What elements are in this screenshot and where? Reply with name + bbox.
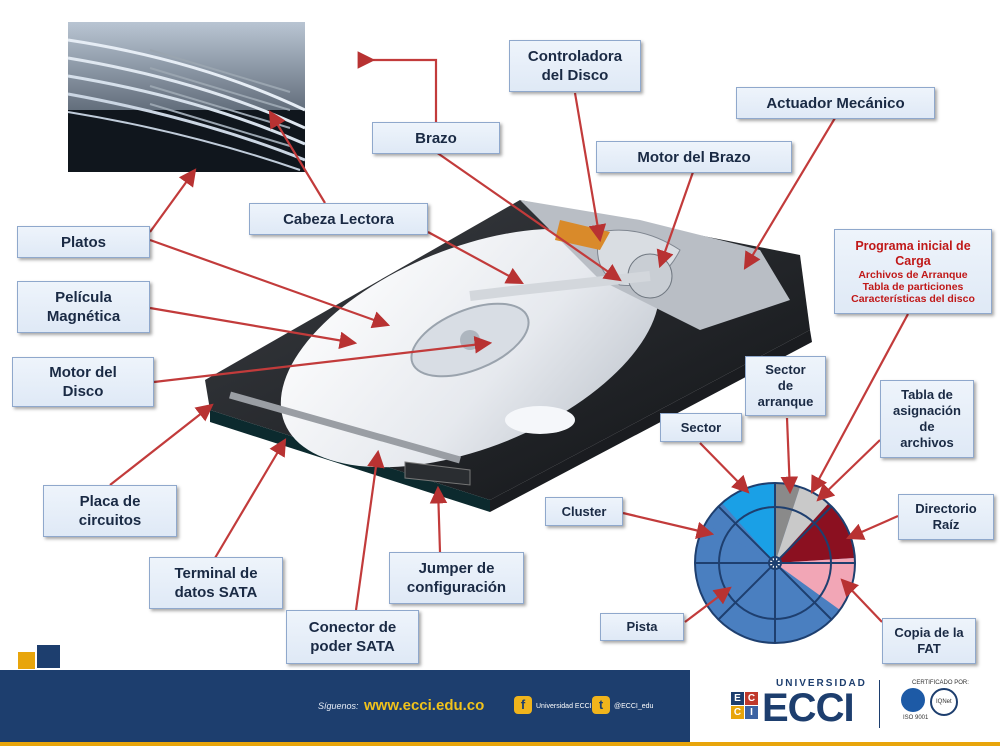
facebook-text: Universidad ECCI [536,703,592,710]
facebook-icon[interactable]: f [514,696,532,714]
root-directory-wedge [775,504,854,563]
label-directorio: Directorio Raíz [898,494,994,540]
annotation-arrows [109,51,909,623]
label-cluster: Cluster [545,497,623,526]
programa-title: Programa inicial de Carga [855,238,971,268]
label-jumper: Jumper de configuración [389,552,524,604]
twitter-text: @ECCI_edu [614,703,654,710]
label-sector-arranque: Sector de arranque [745,356,826,416]
label-pelicula: Película Magnética [17,281,150,333]
label-programa-inicial: Programa inicial de Carga Archivos de Ar… [834,229,992,314]
label-placa: Placa de circuitos [43,485,177,537]
disk-layout-diagram [694,482,856,644]
logo-brand: ECCI [762,686,855,730]
fat-copy-wedge [775,558,855,610]
fat-wedge [775,487,828,563]
label-actuador: Actuador Mecánico [736,87,935,119]
label-controladora: Controladora del Disco [509,40,641,92]
twitter-icon[interactable]: t [592,696,610,714]
platters-closeup-photo [67,22,306,172]
cert-label: CERTIFICADO POR: [912,680,969,686]
footer-bar [0,670,690,742]
logo-cell-c1: C [745,692,758,705]
follow-text: Síguenos: [318,701,359,711]
cert-iso: ISO 9001 [903,715,929,721]
programa-sub1: Archivos de Arranque [858,268,968,281]
programa-sub2: Tabla de particiones [862,280,964,293]
iqnet-seal-icon [930,688,958,716]
label-sector: Sector [660,413,742,442]
label-motor-disco: Motor del Disco [12,357,154,407]
label-motor-brazo: Motor del Brazo [596,141,792,173]
logo-university: UNIVERSIDAD [776,678,867,689]
label-terminal: Terminal de datos SATA [149,557,283,609]
website-link[interactable]: www.ecci.edu.co [364,697,485,714]
label-cabeza: Cabeza Lectora [249,203,428,235]
label-conector: Conector de poder SATA [286,610,419,664]
iso-seal-icon [901,688,925,712]
logo-cell-c2: C [731,706,744,719]
logo-cell-i: I [745,706,758,719]
hard-drive-photo [205,200,812,512]
label-platos: Platos [17,226,150,258]
cert-iqnet: IQNet [936,699,952,705]
programa-sub3: Características del disco [851,292,975,305]
label-brazo: Brazo [372,122,500,154]
boot-sector-wedge [775,483,800,563]
footer-gold-line [0,742,1000,746]
sector-wedge [722,482,775,563]
logo-cell-e: E [731,692,744,705]
label-pista: Pista [600,613,684,641]
label-copia-fat: Copia de la FAT [882,618,976,664]
label-tabla-fat: Tabla de asignación de archivos [880,380,974,458]
